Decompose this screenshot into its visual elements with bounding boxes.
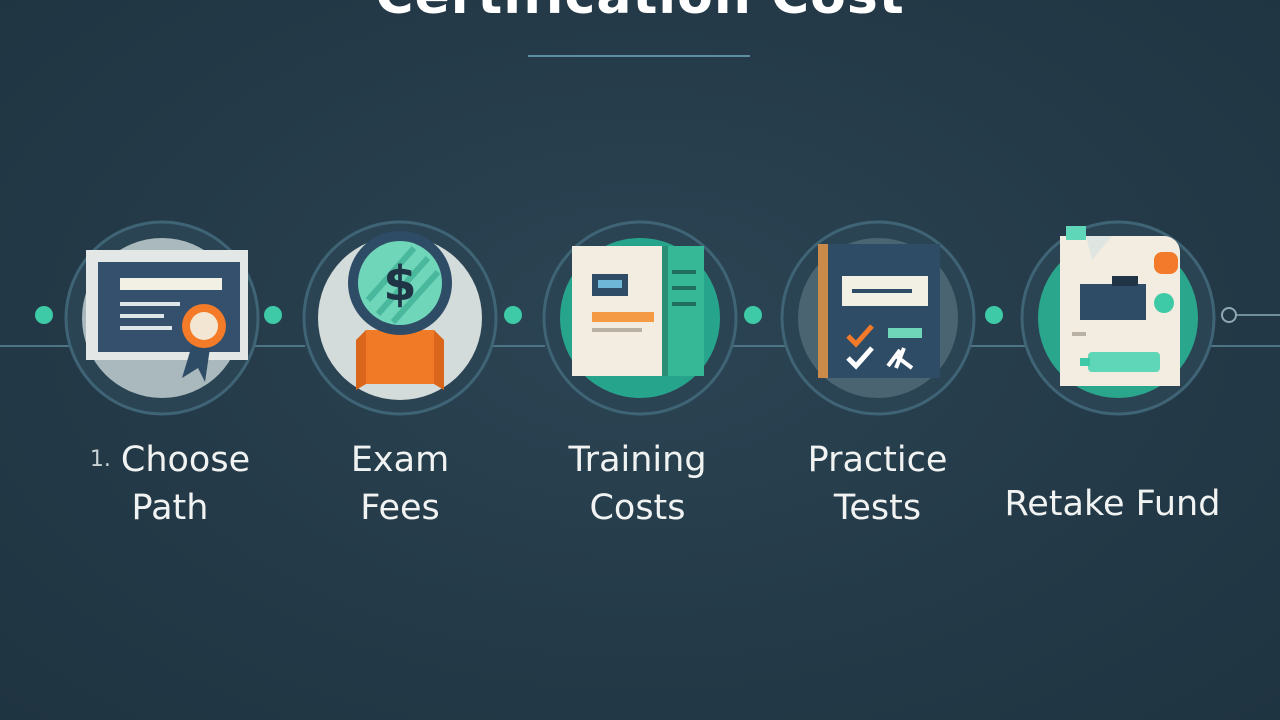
practice-test-icon [818,244,940,378]
training-book-icon [572,246,704,376]
step-2-node: $ [302,220,498,416]
step-3-label: Training Costs [568,440,707,528]
step-5-label: Retake Fund [1004,484,1221,524]
connector-dot [985,306,1003,324]
step-4-node [780,220,976,416]
retake-document-icon [1060,226,1180,386]
step-1-node [64,220,260,416]
page-title: Certification Cost [0,0,1280,26]
step-4-label: Practice Tests [807,440,948,528]
step-1-number: 1. [89,447,111,472]
step-1-label: 1.Choose Path [89,440,251,528]
connector-dot [264,306,282,324]
step-2-label: Exam Fees [350,440,450,528]
step-3-node [542,220,738,416]
connector-dot [744,306,762,324]
title-underline [528,55,750,57]
connector-end-dot [1221,307,1237,323]
dollar-coin-icon: $ [348,231,452,390]
certificate-icon [86,250,248,382]
connector-dot [35,306,53,324]
step-5-node [1020,220,1216,416]
svg-text:$: $ [383,256,416,312]
connector-dot [504,306,522,324]
connector-dots [35,306,1280,324]
